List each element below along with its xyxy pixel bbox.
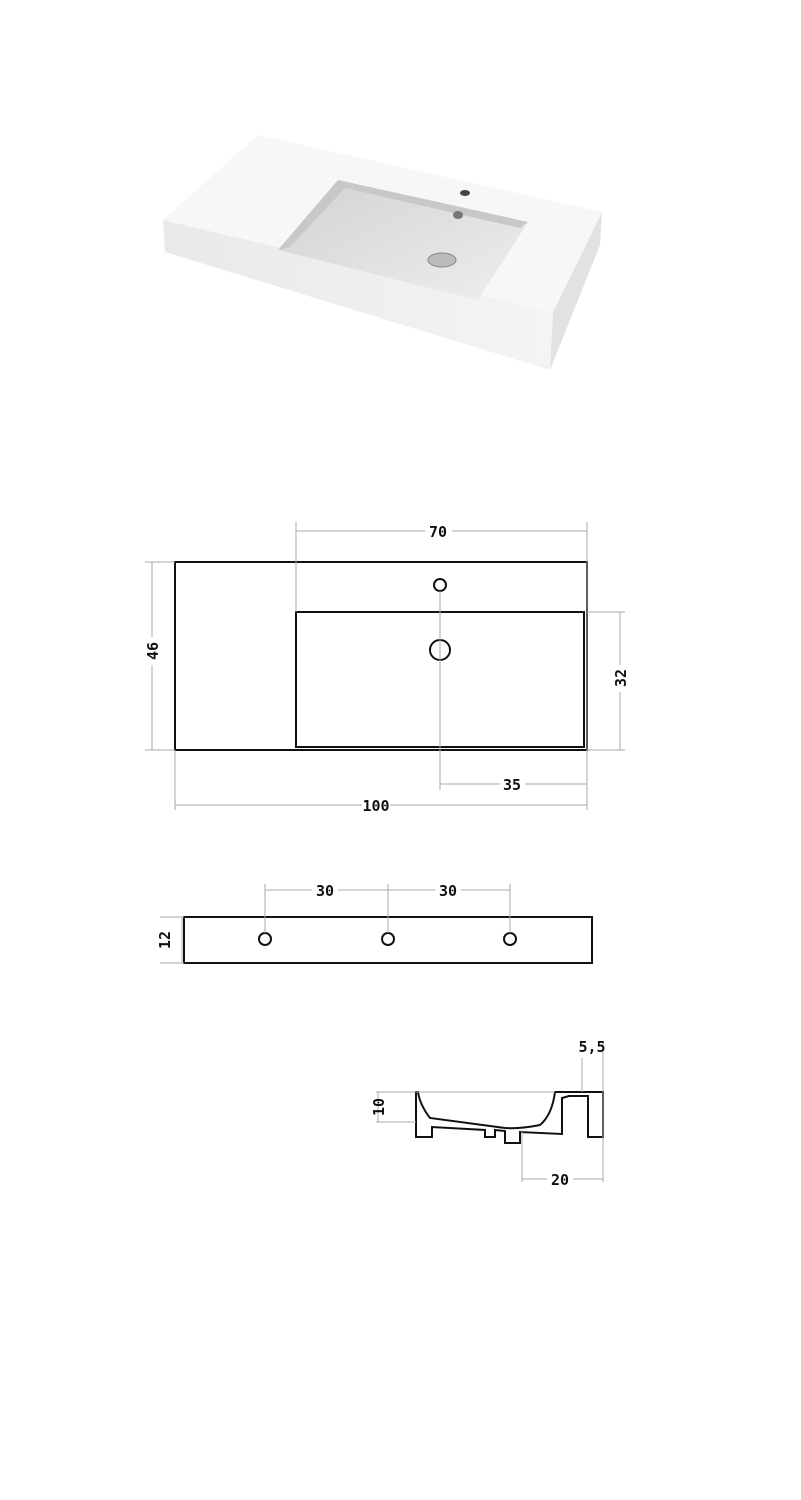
section-profile — [415, 1091, 604, 1144]
dim-front-height: 12 — [156, 931, 174, 949]
tap-hole-icon — [433, 578, 447, 592]
dim-basin-depth: 32 — [612, 669, 630, 687]
overflow-hole — [453, 211, 463, 219]
drain-plug — [427, 252, 457, 268]
dim-basin-height: 10 — [370, 1098, 388, 1116]
fixing-hole-icon — [258, 932, 272, 946]
sink-outline — [174, 561, 588, 751]
sink-front-face — [163, 220, 553, 370]
product-photo — [163, 135, 602, 370]
dim-rim-thickness: 5,5 — [578, 1038, 605, 1056]
tap-hole — [460, 190, 470, 196]
fixing-hole-icon — [503, 932, 517, 946]
dim-basin-width: 70 — [429, 523, 447, 541]
dim-overall-depth: 46 — [144, 642, 162, 660]
dim-hole-spacing-2: 30 — [439, 882, 457, 900]
sink-side-face — [550, 212, 602, 370]
front-view: 30 30 12 — [156, 882, 593, 964]
sink-basin-wall — [278, 180, 528, 250]
section-view: 10 5,5 20 — [370, 1038, 606, 1189]
fixing-hole-icon — [381, 932, 395, 946]
dim-overall-width: 100 — [362, 797, 389, 815]
dim-hole-spacing-1: 30 — [316, 882, 334, 900]
top-view: 70 46 32 35 100 — [144, 522, 630, 815]
dim-drain-to-back: 20 — [551, 1171, 569, 1189]
dim-drain-offset: 35 — [503, 776, 521, 794]
